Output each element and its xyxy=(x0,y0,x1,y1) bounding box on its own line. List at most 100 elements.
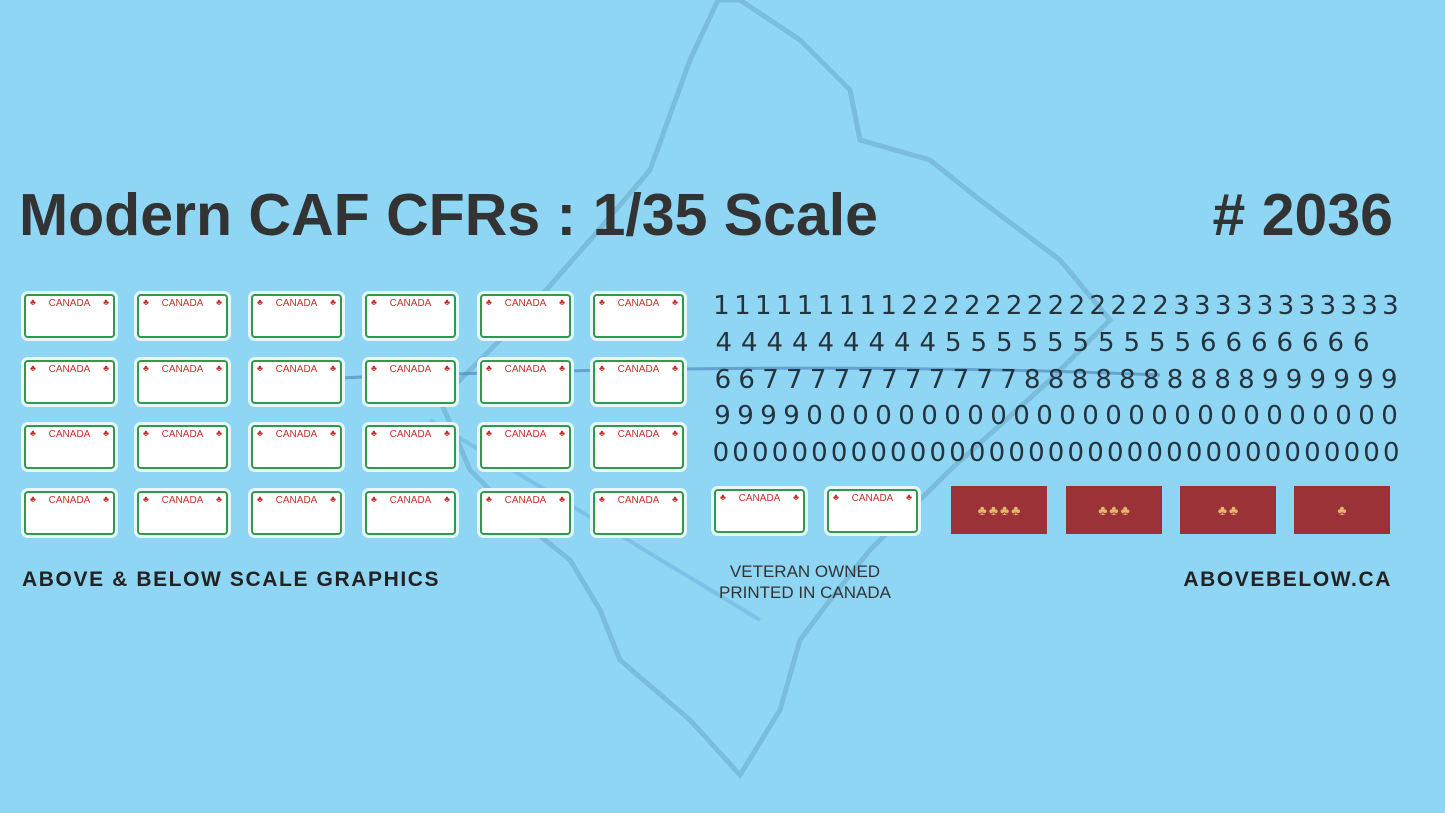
maple-leaf-icon: ♣ xyxy=(599,363,605,373)
plate-label: CANADA xyxy=(161,298,204,309)
digit-decal: 4 xyxy=(842,327,860,358)
digit-decal: 0 xyxy=(921,401,938,432)
maple-leaf-icon: ♣ xyxy=(559,297,565,307)
digit-decal: 8 xyxy=(1190,364,1208,395)
maple-leaf-icon: ♣ xyxy=(599,297,605,307)
digit-decal: 2 xyxy=(1005,291,1023,321)
digit-decal: 0 xyxy=(1243,401,1260,432)
digit-decal: 0 xyxy=(1383,438,1400,469)
digit-decal: 6 xyxy=(1301,327,1319,358)
digit-decal: 0 xyxy=(1185,438,1203,469)
license-plate: ♣CANADA♣ xyxy=(251,425,342,469)
digit-decal: 1 xyxy=(713,291,730,321)
digit-decal: 6 xyxy=(1225,327,1243,358)
maple-leaf-icon: ♣ xyxy=(30,297,36,307)
digit-decal: 7 xyxy=(786,364,803,395)
rank-badge: ♣♣♣ xyxy=(1066,486,1162,534)
digit-decal: 7 xyxy=(928,364,946,395)
digit-decal: 8 xyxy=(1119,364,1136,395)
digit-decal: 0 xyxy=(1284,438,1301,469)
digit-decal: 5 xyxy=(1148,327,1166,358)
digit-decal: 7 xyxy=(1000,364,1017,395)
maple-leaf-icon: ♣ xyxy=(1000,502,1010,518)
digit-decal: 9 xyxy=(1285,364,1303,395)
maple-leaf-icon: ♣ xyxy=(371,494,377,504)
digit-decal: 4 xyxy=(740,327,758,358)
digit-decal: 0 xyxy=(968,438,986,469)
digit-decal: 0 xyxy=(1059,401,1076,432)
plate-label: CANADA xyxy=(389,495,432,506)
license-plate: ♣ CANADA ♣ xyxy=(137,425,228,469)
maple-leaf-icon: ♣ xyxy=(143,297,149,307)
digit-decal: 2 xyxy=(943,291,960,321)
maple-leaf-icon: ♣ xyxy=(330,297,336,307)
digit-decal: 3 xyxy=(1298,291,1316,321)
digit-decal: 5 xyxy=(944,327,962,358)
digit-decal: 0 xyxy=(712,438,730,469)
digit-decal: 0 xyxy=(1126,438,1144,469)
plate-label: CANADA xyxy=(48,364,91,375)
license-plate: ♣CANADA♣ xyxy=(365,360,456,404)
maple-leaf-icon: ♣ xyxy=(143,428,149,438)
digit-decal: 0 xyxy=(949,438,966,469)
digit-decal: 9 xyxy=(1309,364,1327,395)
plate-label: CANADA xyxy=(617,364,660,375)
digit-decal: 5 xyxy=(1097,327,1115,358)
digit-decal: 3 xyxy=(1361,291,1378,321)
plate-label: CANADA xyxy=(504,298,547,309)
digit-decal: 5 xyxy=(1021,327,1039,358)
digit-decal: 0 xyxy=(929,438,947,469)
digit-decal: 7 xyxy=(833,364,851,395)
plate-label: CANADA xyxy=(161,429,204,440)
digit-decal: 9 xyxy=(737,401,754,432)
plate-label: CANADA xyxy=(617,298,660,309)
license-plate: ♣CANADA♣ xyxy=(480,294,571,338)
maple-leaf-icon: ♣ xyxy=(1229,502,1239,518)
digit-decal: 9 xyxy=(714,401,731,432)
maple-leaf-icon: ♣ xyxy=(103,494,109,504)
maple-leaf-icon: ♣ xyxy=(30,363,36,373)
digit-decal: 0 xyxy=(1028,438,1045,469)
maple-leaf-icon: ♣ xyxy=(1217,502,1227,518)
plate-label: CANADA xyxy=(851,493,894,504)
digit-decal: 8 xyxy=(1166,364,1184,395)
digit-decal: 3 xyxy=(1173,291,1190,321)
digit-decal: 5 xyxy=(995,327,1013,358)
veteran-notice: VETERAN OWNED PRINTED IN CANADA xyxy=(700,561,910,603)
digit-decal: 0 xyxy=(1067,438,1085,469)
license-plate: ♣CANADA♣ xyxy=(365,425,456,469)
license-plate: ♣CANADA♣ xyxy=(24,360,115,404)
digit-decal: 6 xyxy=(1352,327,1370,358)
digit-decal: 5 xyxy=(1046,327,1064,358)
maple-leaf-icon: ♣ xyxy=(1011,502,1021,518)
digit-decal: 5 xyxy=(970,327,988,358)
plate-label: CANADA xyxy=(504,495,547,506)
maple-leaf-icon: ♣ xyxy=(330,363,336,373)
license-plate: ♣CANADA♣ xyxy=(365,294,456,338)
digit-decal: 6 xyxy=(1276,327,1294,358)
digit-decal: 3 xyxy=(1277,291,1295,321)
digit-decal: 0 xyxy=(1244,438,1262,469)
plate-label: CANADA xyxy=(275,298,318,309)
digit-decal: 4 xyxy=(766,327,784,358)
license-plate: ♣CANADA♣ xyxy=(480,491,571,535)
digit-decal: 0 xyxy=(1323,438,1341,469)
maple-leaf-icon: ♣ xyxy=(216,428,222,438)
license-plate: ♣CANADA♣ xyxy=(137,360,228,404)
maple-leaf-icon: ♣ xyxy=(30,494,36,504)
maple-leaf-icon: ♣ xyxy=(444,428,450,438)
maple-leaf-icon: ♣ xyxy=(444,297,450,307)
rank-badge: ♣♣♣♣ xyxy=(951,486,1047,534)
maple-leaf-icon: ♣ xyxy=(371,297,377,307)
maple-leaf-icon: ♣ xyxy=(672,297,678,307)
digit-decal: 7 xyxy=(976,364,993,395)
license-plate: ♣CANADA♣ xyxy=(827,489,918,533)
plate-label: CANADA xyxy=(389,429,432,440)
digit-decal: 0 xyxy=(944,401,961,432)
digit-decal: 9 xyxy=(783,401,800,432)
maple-leaf-icon: ♣ xyxy=(1098,502,1108,518)
digit-decal: 7 xyxy=(881,364,898,395)
